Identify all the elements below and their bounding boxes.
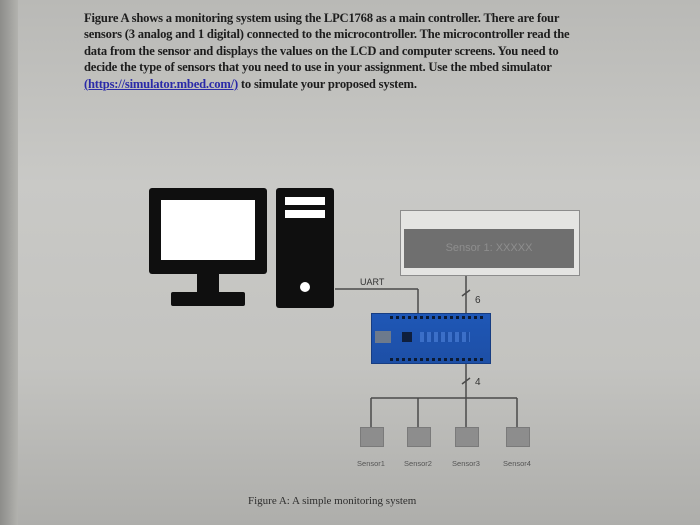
lpc1768-board xyxy=(371,313,491,364)
sensor-4-block xyxy=(506,427,530,447)
board-pins-top xyxy=(390,316,486,319)
paragraph-line-3: data from the sensor and displays the va… xyxy=(84,43,559,58)
computer-tower-icon xyxy=(276,188,334,308)
paragraph-line-5: (https://simulator.mbed.com/) to simulat… xyxy=(84,76,644,92)
assignment-paragraph: Figure A shows a monitoring system using… xyxy=(84,10,644,92)
board-pins-bottom xyxy=(390,358,486,361)
sensor-1-label: Sensor1 xyxy=(357,459,385,468)
sensor-2-block xyxy=(407,427,431,447)
lcd-display: Sensor 1: XXXXX xyxy=(404,229,574,268)
paragraph-line-1: Figure A shows a monitoring system using… xyxy=(84,11,560,25)
sensor-4-label: Sensor4 xyxy=(503,459,531,468)
sensor-2-label: Sensor2 xyxy=(404,459,432,468)
paragraph-line-5-rest: to simulate your proposed system. xyxy=(237,76,417,91)
board-label-strip xyxy=(420,332,470,342)
board-chip xyxy=(402,332,412,342)
screen-bezel xyxy=(0,0,18,525)
paragraph-line-2: sensors (3 analog and 1 digital) connect… xyxy=(84,27,570,42)
figure-caption: Figure A: A simple monitoring system xyxy=(248,495,417,507)
sensor-bus-count: 4 xyxy=(475,377,481,388)
sensor-3-label: Sensor3 xyxy=(452,459,480,468)
sensor-1-block xyxy=(360,427,384,447)
paragraph-line-4: decide the type of sensors that you need… xyxy=(84,60,552,75)
lcd-pin-count: 6 xyxy=(475,295,481,306)
sensor-3-block xyxy=(455,427,479,447)
simulator-link[interactable]: (https://simulator.mbed.com/) xyxy=(84,76,238,91)
monitor-icon xyxy=(149,188,267,306)
board-usb-connector xyxy=(375,331,391,343)
uart-label: UART xyxy=(360,277,385,287)
